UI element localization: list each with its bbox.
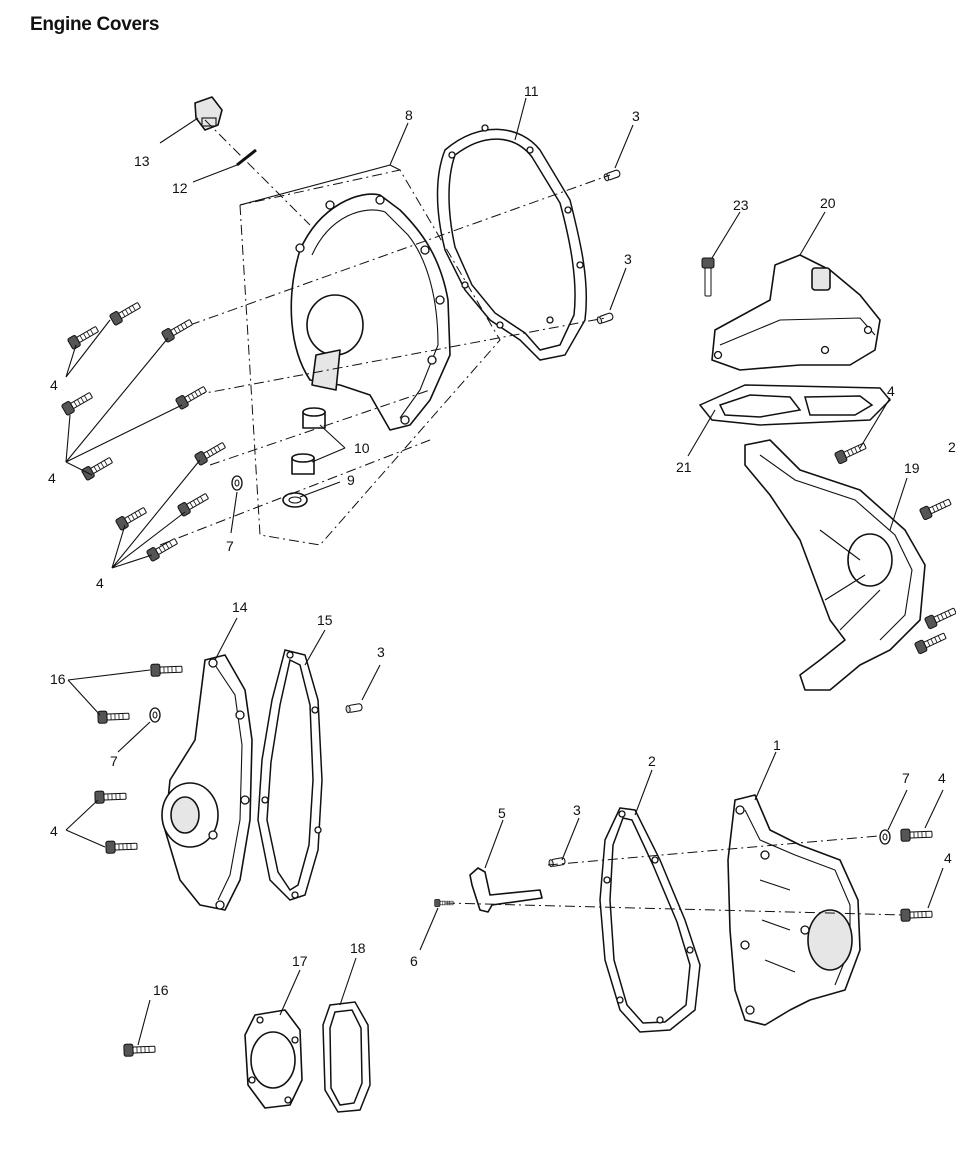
callout-9: 9	[347, 472, 355, 488]
bolt-part-16-c	[123, 1042, 156, 1057]
callout-4-a: 4	[50, 377, 58, 393]
cover-part-17	[244, 1009, 303, 1109]
callout-1: 1	[773, 737, 781, 753]
callout-13: 13	[134, 153, 150, 169]
callout-4-e: 4	[887, 383, 895, 399]
callout-4-d: 4	[50, 823, 58, 839]
gasket-part-15	[257, 649, 323, 901]
o-ring-part-12	[236, 148, 257, 167]
callout-18: 18	[350, 940, 366, 956]
callout-7-a: 7	[226, 538, 234, 554]
bolt-part-4-a	[108, 299, 143, 327]
washer-part-7-top	[231, 475, 243, 491]
callout-7-b: 7	[110, 753, 118, 769]
bolt-part-4-c	[160, 316, 195, 344]
bolt-part-4-h	[176, 490, 211, 518]
bracket-part-19	[744, 439, 926, 691]
gasket-part-11	[436, 124, 588, 361]
bolt-part-4-j	[145, 535, 180, 563]
callout-10: 10	[354, 440, 370, 456]
callout-3-c: 3	[377, 644, 385, 660]
bolt-part-16-b	[97, 709, 130, 724]
bolt-part-4-b	[66, 323, 101, 351]
dowel-part-3-a	[602, 168, 622, 182]
callout-4-f: 4	[938, 770, 946, 786]
callout-16-b: 16	[153, 982, 169, 998]
callout-12: 12	[172, 180, 188, 196]
bolt-part-4-o	[900, 907, 933, 922]
callout-21: 21	[676, 459, 692, 475]
callout-4-c: 4	[96, 575, 104, 591]
callout-7-c: 7	[902, 770, 910, 786]
callout-19: 19	[904, 460, 920, 476]
clutch-cover-part-1	[727, 794, 861, 1026]
bracket-part-5	[469, 867, 543, 913]
callout-16-a: 16	[50, 671, 66, 687]
page-title: Engine Covers	[30, 14, 160, 35]
bolt-part-4-d	[60, 389, 95, 417]
bushing-part-10	[291, 407, 326, 475]
callout-4-b: 4	[48, 470, 56, 486]
washer-part-7-right	[879, 829, 891, 845]
callout-4-g: 4	[944, 850, 952, 866]
bolt-part-4-n	[900, 827, 933, 842]
gasket-part-18	[322, 1001, 371, 1113]
dowel-part-3-c	[344, 702, 364, 714]
dowel-part-3-b	[595, 311, 615, 325]
callout-6: 6	[410, 953, 418, 969]
bolt-part-2x	[918, 495, 953, 521]
starter-cover-part-14	[161, 654, 253, 911]
callout-20: 20	[820, 195, 836, 211]
bolt-part-4-k	[94, 789, 127, 804]
seal-part-9	[282, 492, 308, 508]
bolt-part-19-a	[923, 604, 956, 630]
callout-17: 17	[292, 953, 308, 969]
bolt-part-4-f	[80, 454, 115, 482]
bolt-part-16-a	[150, 662, 183, 677]
gasket-part-21	[698, 384, 892, 426]
oil-filler-plug-part-13	[194, 96, 223, 131]
cover-part-20	[711, 254, 881, 371]
alternator-cover-part-8	[290, 193, 451, 431]
bolt-part-19-b	[913, 629, 948, 655]
callout-2-partial: 2	[948, 439, 956, 455]
bolt-part-4-i	[114, 504, 149, 532]
bolt-part-4-l	[105, 839, 138, 854]
callout-23: 23	[733, 197, 749, 213]
callout-8: 8	[405, 107, 413, 123]
callout-14: 14	[232, 599, 248, 615]
callout-11: 11	[524, 83, 539, 99]
callout-5: 5	[498, 805, 506, 821]
callout-15: 15	[317, 612, 333, 628]
callout-3-d: 3	[573, 802, 581, 818]
washer-part-7-mid	[149, 707, 161, 723]
gasket-part-2	[599, 807, 701, 1033]
bolt-part-23	[701, 257, 715, 297]
callout-3-b: 3	[624, 251, 632, 267]
callout-2: 2	[648, 753, 656, 769]
callout-3-a: 3	[632, 108, 640, 124]
